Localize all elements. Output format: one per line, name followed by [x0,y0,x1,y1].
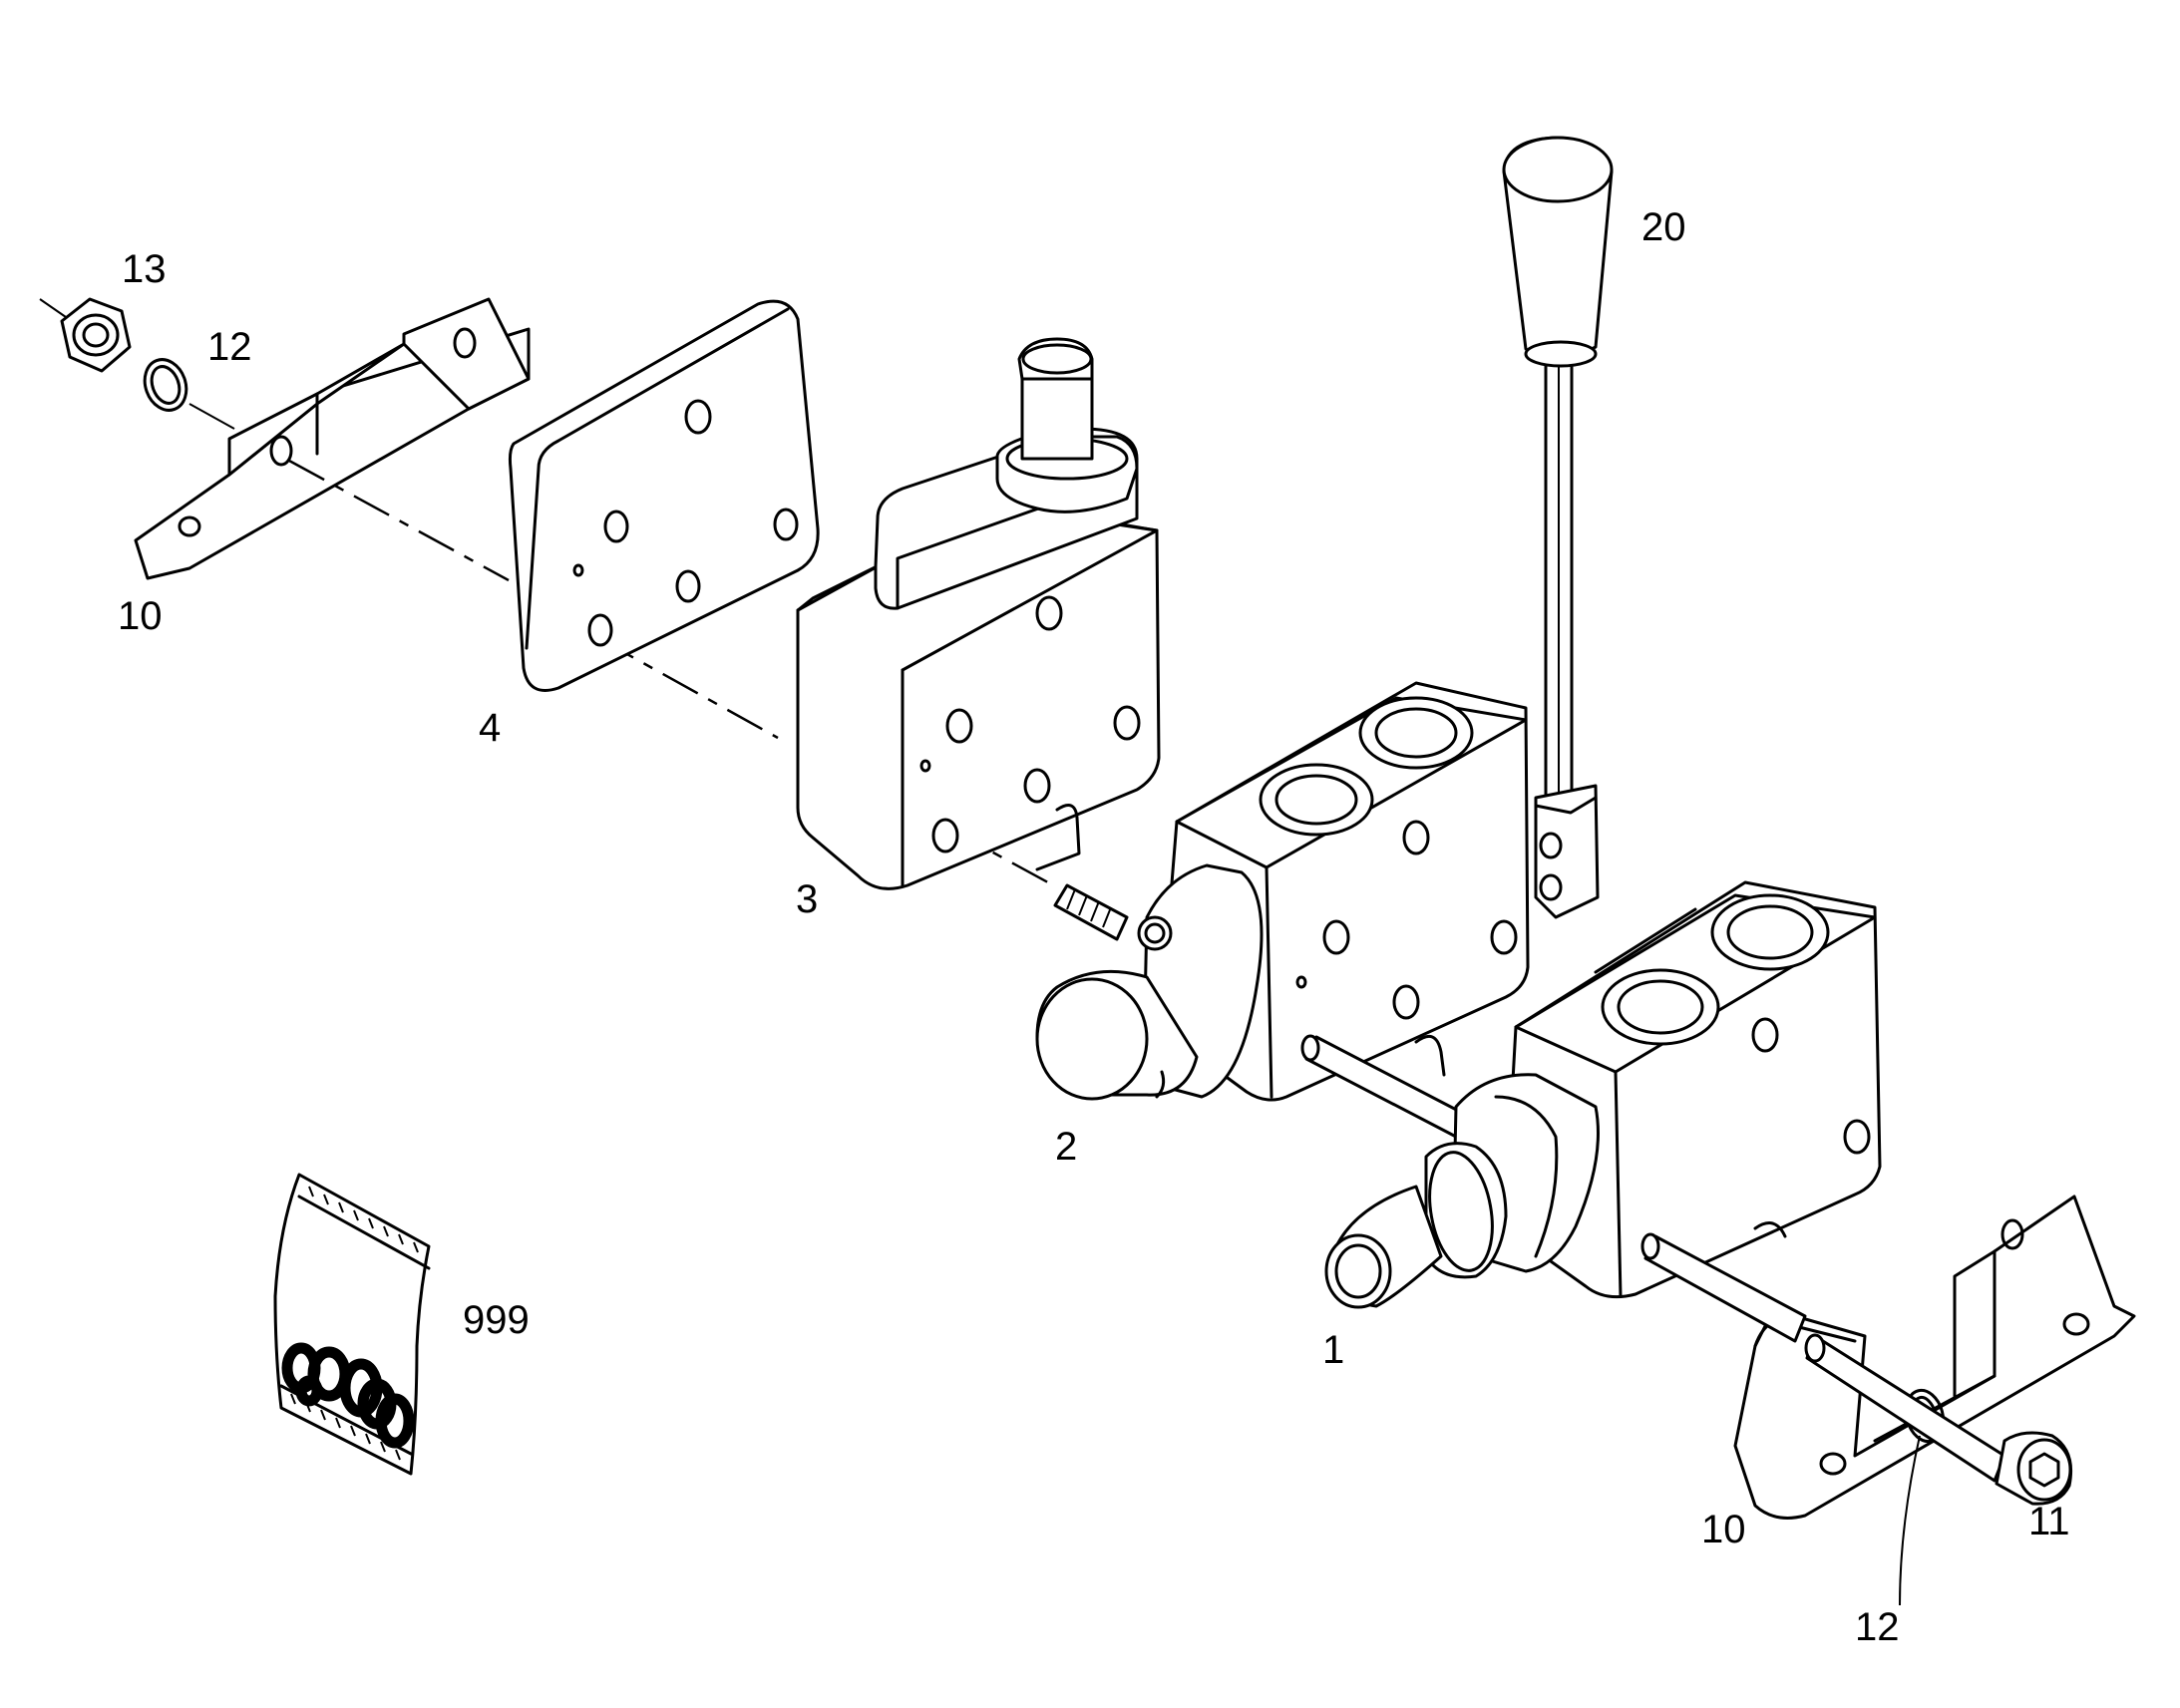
callout-13: 13 [122,247,167,291]
part-10-bracket-bottom [1733,1195,2136,1520]
part-10-bracket-top [134,297,531,580]
callout-12-top: 12 [207,325,252,369]
part-1-inlet-section [1324,880,1882,1309]
part-2-middle-section [1035,681,1530,1102]
callout-10-bottom: 10 [1701,1508,1746,1551]
part-13-hex-nut [39,297,132,373]
part-4-end-cover [508,299,820,692]
part-20-lever [1502,136,1614,919]
callout-3: 3 [796,877,819,921]
callout-10-top: 10 [118,594,163,638]
callout-11: 11 [2028,1500,2070,1543]
part-3-control-section [796,337,1161,890]
callout-20: 20 [1641,205,1686,249]
callout-2: 2 [1055,1125,1078,1169]
part-12-lock-washer-top [143,358,235,430]
part-11-socket-bolt [1804,1333,2073,1506]
callout-1: 1 [1322,1328,1345,1372]
callout-12-bottom: 12 [1855,1605,1900,1649]
callout-999: 999 [463,1298,530,1342]
tie-rod-lower [1640,1232,1807,1343]
callout-4: 4 [479,706,502,750]
part-999-seal-kit [273,1173,431,1476]
stud-bolt [1053,883,1129,941]
